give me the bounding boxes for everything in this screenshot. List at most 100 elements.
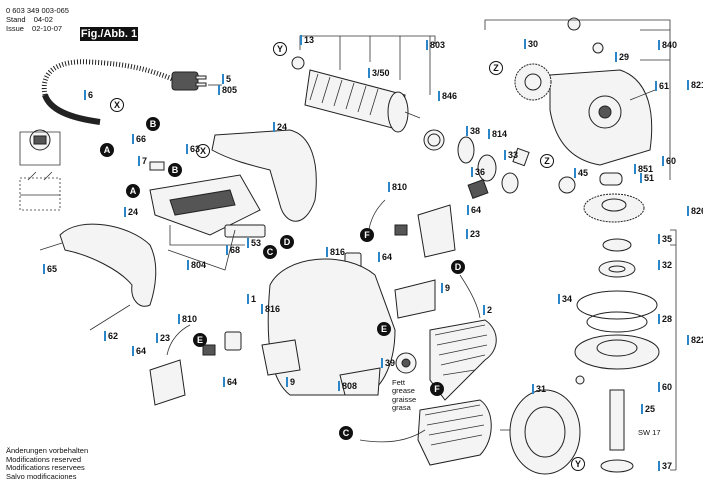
motor-housing xyxy=(261,258,436,396)
part-number-text: 9 xyxy=(445,283,450,293)
bearing-set xyxy=(423,129,530,199)
part-label-1: 1 xyxy=(247,294,256,304)
part-label-24: 24 xyxy=(273,122,287,132)
part-number-text: 30 xyxy=(528,39,538,49)
part-label-64: 64 xyxy=(132,346,146,356)
part-label-29: 29 xyxy=(615,52,629,62)
connector-marker-e: E xyxy=(193,333,207,347)
part-number-text: 1 xyxy=(251,294,256,304)
part-number-text: 808 xyxy=(342,381,357,391)
part-number-text: 31 xyxy=(536,384,546,394)
connector-marker-y: Y xyxy=(273,42,287,56)
part-label-805: 805 xyxy=(218,85,237,95)
part-label-28: 28 xyxy=(658,314,672,324)
part-number-text: 45 xyxy=(578,168,588,178)
part-number-text: 68 xyxy=(230,245,240,255)
connector-marker-y: Y xyxy=(571,457,585,471)
brush-holders xyxy=(149,199,456,406)
part-label-64: 64 xyxy=(378,252,392,262)
part-number-text: 821 xyxy=(691,80,703,90)
part-number-text: 28 xyxy=(662,314,672,324)
part-label-5: 5 xyxy=(222,74,231,84)
part-number-text: 66 xyxy=(136,134,146,144)
part-label-810: 810 xyxy=(178,314,197,324)
part-label-9: 9 xyxy=(441,283,450,293)
armature xyxy=(291,56,421,133)
part-label-846: 846 xyxy=(438,91,457,101)
part-number-text: 13 xyxy=(304,35,314,45)
part-label-13: 13 xyxy=(300,35,314,45)
part-number-text: 816 xyxy=(265,304,280,314)
part-label-826: 826 xyxy=(687,206,703,216)
connector-letter: Z xyxy=(544,156,550,166)
part-number-text: 60 xyxy=(666,156,676,166)
connector-marker-b: B xyxy=(146,117,160,131)
part-number-text: 2 xyxy=(487,305,492,315)
part-number-text: 7 xyxy=(142,156,147,166)
connector-marker-f: F xyxy=(430,382,444,396)
part-number-text: 6 xyxy=(88,90,93,100)
part-label-60: 60 xyxy=(662,156,676,166)
part-label-803: 803 xyxy=(426,40,445,50)
part-label-24: 24 xyxy=(124,207,138,217)
connector-letter: Z xyxy=(493,63,499,73)
issue-value: 02-10-07 xyxy=(32,24,63,33)
part-label-814: 814 xyxy=(488,129,507,139)
stand-line: Stand 04-02 xyxy=(6,15,53,24)
part-number-text: 5 xyxy=(226,74,231,84)
connector-letter: D xyxy=(455,262,462,272)
note-line: Änderungen vorbehalten xyxy=(6,446,89,455)
part-label-37: 37 xyxy=(658,461,672,471)
part-label-62: 62 xyxy=(104,331,118,341)
part-label-9: 9 xyxy=(286,377,295,387)
part-number-text: 53 xyxy=(251,238,261,248)
connector-letter: X xyxy=(114,100,120,110)
part-label-34: 34 xyxy=(558,294,572,304)
part-number-text: 826 xyxy=(691,206,703,216)
connector-letter: A xyxy=(104,145,111,155)
connector-marker-c: C xyxy=(263,245,277,259)
connector-marker-z: Z xyxy=(540,154,554,168)
grease-note-line: grasa xyxy=(392,403,411,413)
connector-marker-x: X xyxy=(196,144,210,158)
connector-marker-f: F xyxy=(360,228,374,242)
connector-marker-z: Z xyxy=(489,61,503,75)
connector-letter: E xyxy=(197,335,203,345)
part-number-text: 64 xyxy=(471,205,481,215)
part-number-text: 822 xyxy=(691,335,703,345)
part-label-32: 32 xyxy=(658,260,672,270)
part-number-text: 816 xyxy=(330,247,345,257)
part-label-3-50: 3/50 xyxy=(368,68,390,78)
part-label-36: 36 xyxy=(471,167,485,177)
part-label-810: 810 xyxy=(388,182,407,192)
part-label-60: 60 xyxy=(658,382,672,392)
note-line: Modifications reservees xyxy=(6,463,85,473)
part-number-text: 803 xyxy=(430,40,445,50)
field-coils xyxy=(359,274,497,466)
part-label-808: 808 xyxy=(338,381,357,391)
connector-marker-d: D xyxy=(451,260,465,274)
part-label-45: 45 xyxy=(574,168,588,178)
air-guide-ring xyxy=(500,389,581,475)
connector-letter: B xyxy=(172,165,179,175)
connector-marker-c: C xyxy=(339,426,353,440)
part-number-text: 65 xyxy=(47,264,57,274)
part-number-text: 34 xyxy=(562,294,572,304)
part-label-23: 23 xyxy=(466,229,480,239)
connector-letter: D xyxy=(284,237,291,247)
connector-marker-a: A xyxy=(126,184,140,198)
part-number-text: 35 xyxy=(662,234,672,244)
part-number-text: 3/50 xyxy=(372,68,390,78)
part-label-23: 23 xyxy=(156,333,170,343)
part-number-text: 64 xyxy=(136,346,146,356)
issue-label: Issue xyxy=(6,24,24,33)
part-label-65: 65 xyxy=(43,264,57,274)
connector-marker-d: D xyxy=(280,235,294,249)
part-label-64: 64 xyxy=(223,377,237,387)
auxiliary-handle xyxy=(39,223,157,331)
part-number-text: 846 xyxy=(442,91,457,101)
part-label-51: 51 xyxy=(640,173,654,183)
switch-schematic xyxy=(19,129,61,211)
issue-line: Issue 02-10-07 xyxy=(6,24,62,33)
